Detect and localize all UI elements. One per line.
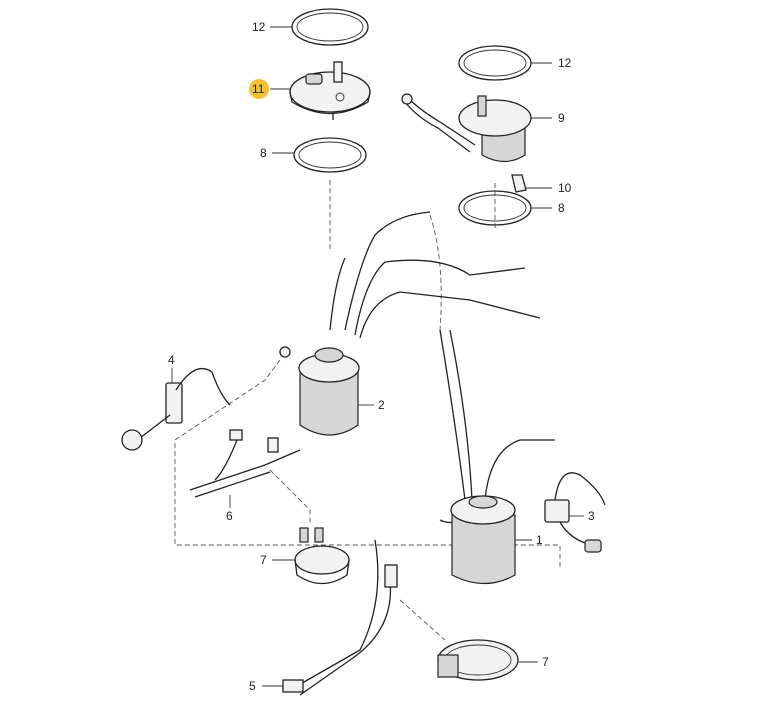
fuel-hoses [329, 211, 555, 524]
level-sender-3 [544, 472, 606, 553]
callout-12-right[interactable]: 12 [531, 56, 572, 70]
wiring-harness-6 [189, 429, 301, 498]
connector-10 [511, 174, 527, 193]
callout-5[interactable]: 5 [249, 679, 283, 693]
svg-text:10: 10 [558, 181, 572, 195]
fuel-pump-2 [279, 346, 360, 436]
seal-ring-8-left [293, 137, 367, 173]
svg-text:12: 12 [252, 20, 266, 34]
svg-text:4: 4 [168, 353, 175, 367]
flange-cover-11 [289, 61, 371, 120]
svg-text:9: 9 [558, 111, 565, 125]
fuel-pump-1 [450, 495, 516, 584]
callout-10[interactable]: 10 [526, 181, 572, 195]
assembly-dashed-lines [174, 180, 561, 641]
callout-7-right[interactable]: 7 [518, 655, 549, 669]
flange-cover-9 [401, 93, 532, 163]
callout-3[interactable]: 3 [569, 509, 595, 523]
callout-6[interactable]: 6 [226, 495, 233, 523]
svg-text:3: 3 [588, 509, 595, 523]
callout-8-right[interactable]: 8 [531, 201, 565, 215]
callout-4[interactable]: 4 [168, 353, 175, 383]
svg-text:6: 6 [226, 509, 233, 523]
callout-12-top-left[interactable]: 12 [252, 20, 292, 34]
callout-2[interactable]: 2 [358, 398, 385, 412]
retainer-ring-7-right [437, 639, 519, 681]
level-sender-4 [121, 367, 231, 451]
seal-ring-12-right [458, 45, 532, 81]
svg-text:8: 8 [558, 201, 565, 215]
callout-7-left[interactable]: 7 [260, 553, 295, 567]
callout-8-left[interactable]: 8 [260, 146, 294, 160]
seal-ring-12-top-left [291, 8, 369, 46]
callout-9[interactable]: 9 [531, 111, 565, 125]
svg-text:12: 12 [558, 56, 572, 70]
svg-text:11: 11 [252, 82, 265, 96]
highlight-badge [249, 79, 269, 99]
svg-text:7: 7 [260, 553, 267, 567]
callout-1[interactable]: 1 [515, 533, 543, 547]
svg-text:8: 8 [260, 146, 267, 160]
svg-text:2: 2 [378, 398, 385, 412]
svg-text:5: 5 [249, 679, 256, 693]
svg-text:7: 7 [542, 655, 549, 669]
retainer-ring-7-left [294, 527, 350, 585]
svg-text:1: 1 [536, 533, 543, 547]
callout-11-highlighted[interactable]: 11 [249, 79, 290, 99]
